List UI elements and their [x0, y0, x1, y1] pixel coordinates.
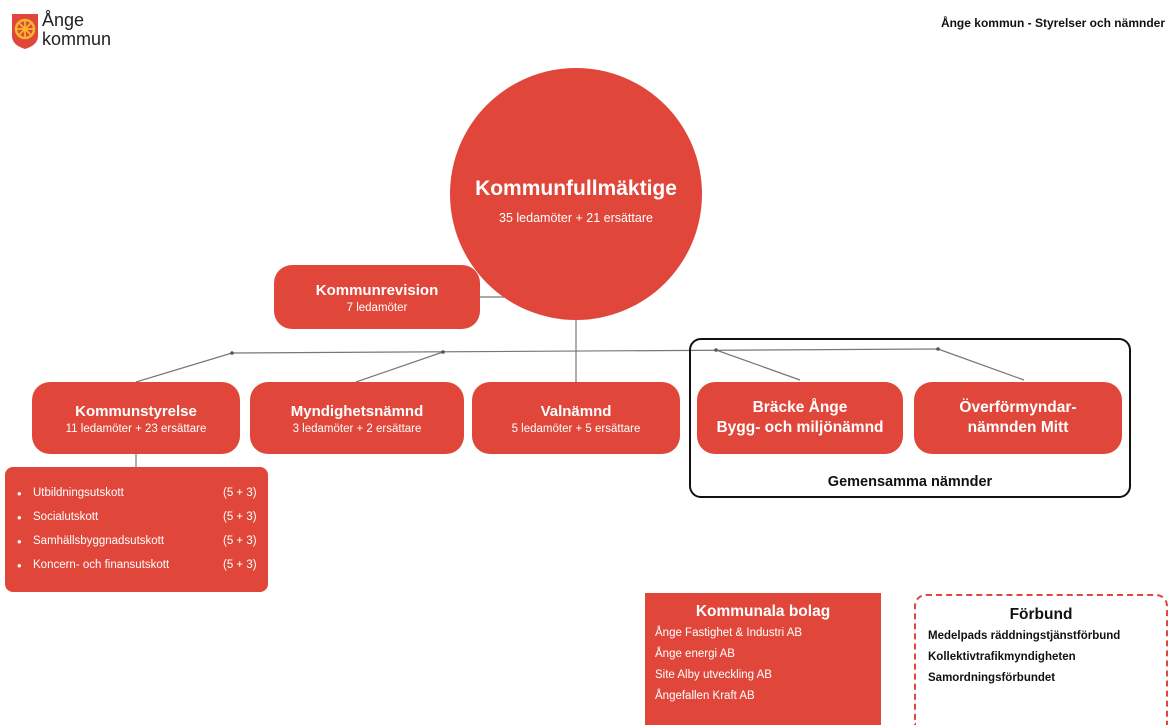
overformyndar-title-line1: Överförmyndar-: [959, 399, 1077, 416]
list-item: • Samhällsbyggnadsutskott (5 + 3): [17, 529, 268, 553]
kommunfullmaktige-members: 35 ledamöter + 21 ersättare: [499, 211, 653, 225]
joint-committees-frame: [689, 338, 1131, 498]
list-item: Ånge energi AB: [655, 648, 735, 660]
kommunrevision-members: 7 ledamöter: [346, 301, 408, 314]
utskott-name: Samhällsbyggnadsutskott: [33, 535, 165, 547]
valnamnd-title: Valnämnd: [540, 402, 612, 420]
kommunfullmaktige-title: Kommunfullmäktige: [475, 177, 677, 200]
logo: [10, 12, 150, 56]
utskott-name: Koncern- och finansutskott: [33, 559, 170, 571]
list-item: • Utbildningsutskott (5 + 3): [17, 481, 268, 505]
myndighetsnamnd-node: Myndighetsnämnd 3 ledamöter + 2 ersättar…: [250, 382, 464, 454]
list-item: • Koncern- och finansutskott (5 + 3): [17, 553, 268, 577]
list-item: Ånge Fastighet & Industri AB: [655, 627, 803, 639]
kommunstyrelse-node: Kommunstyrelse 11 ledamöter + 23 ersätta…: [32, 382, 240, 454]
bracke-ange-title-line1: Bräcke Ånge: [752, 399, 848, 416]
valnamnd-node: Valnämnd 5 ledamöter + 5 ersättare: [472, 382, 680, 454]
utskott-count: (5 + 3): [223, 487, 257, 499]
utskott-count: (5 + 3): [223, 559, 257, 571]
overformyndarnamnden-node: Överförmyndar- nämnden Mitt: [914, 382, 1122, 454]
over-connector: [937, 348, 1025, 381]
utskott-name: Socialutskott: [33, 511, 99, 523]
myndighetsnamnd-title: Myndighetsnämnd: [290, 402, 424, 420]
utskott-list: • Utbildningsutskott (5 + 3) • Socialuts…: [5, 467, 268, 592]
kommunrevision-title: Kommunrevision: [315, 281, 439, 299]
horizontal-bus: [231, 348, 939, 354]
bracke-connector: [715, 349, 801, 381]
kommunstyrelse-members: 11 ledamöter + 23 ersättare: [65, 422, 207, 435]
list-item: Samordningsförbundet: [928, 672, 1056, 684]
logo-line-1: Ånge: [42, 10, 85, 30]
kommunrevision-node: Kommunrevision 7 ledamöter: [274, 265, 480, 329]
logo-text: Ånge kommun: [42, 11, 111, 49]
bullet: •: [17, 533, 22, 549]
forbund-box: Förbund Medelpads räddningstjänstförbund…: [914, 594, 1168, 725]
bracke-ange-title-line2: Bygg- och miljönämnd: [716, 419, 884, 436]
bullet: •: [17, 509, 22, 525]
myn-connector: [355, 351, 444, 383]
list-item: Ångefallen Kraft AB: [655, 690, 755, 702]
utskott-count: (5 + 3): [223, 511, 257, 523]
bracke-ange-node: Bräcke Ånge Bygg- och miljönämnd: [697, 382, 903, 454]
overformyndar-title-line2: nämnden Mitt: [967, 419, 1069, 436]
ks-connector: [135, 352, 233, 383]
page-title: Ånge kommun - Styrelser och nämnder: [940, 16, 1165, 30]
list-item: • Socialutskott (5 + 3): [17, 505, 268, 529]
kommunstyrelse-title: Kommunstyrelse: [75, 402, 197, 420]
utskott-name: Utbildningsutskott: [33, 487, 124, 499]
bullet: •: [17, 485, 22, 501]
kommunfullmaktige-node: Kommunfullmäktige 35 ledamöter + 21 ersä…: [450, 68, 702, 320]
forbund-title: Förbund: [1009, 606, 1073, 623]
list-item: Medelpads räddningstjänstförbund: [928, 630, 1121, 642]
kommunala-bolag-box: Kommunala bolag Ånge Fastighet & Industr…: [645, 593, 881, 725]
list-item: Site Alby utveckling AB: [655, 669, 772, 681]
logo-line-2: kommun: [42, 29, 112, 49]
myndighetsnamnd-members: 3 ledamöter + 2 ersättare: [292, 422, 422, 435]
utskott-count: (5 + 3): [223, 535, 257, 547]
kommunala-bolag-title: Kommunala bolag: [695, 603, 831, 620]
valnamnd-members: 5 ledamöter + 5 ersättare: [511, 422, 641, 435]
municipality-emblem-icon: [12, 14, 38, 49]
list-item: Kollektivtrafikmyndigheten: [928, 651, 1076, 663]
joint-committees-label: Gemensamma nämnder: [827, 474, 993, 490]
bullet: •: [17, 557, 22, 573]
